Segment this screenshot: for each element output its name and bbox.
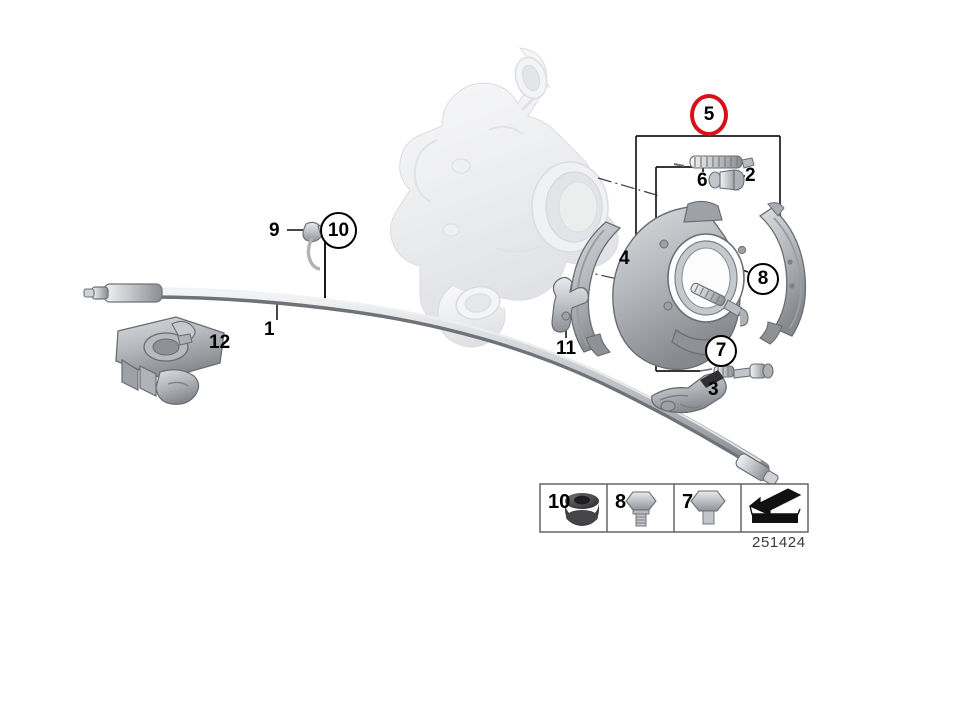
legend-icon-rubber-grommet: [565, 493, 599, 526]
callout-label-8: 8: [747, 263, 779, 295]
legend-box: [539, 483, 809, 533]
legend-number-8: 8: [615, 491, 627, 513]
callout-label-6: 6: [697, 170, 708, 191]
callout-label-1: 1: [264, 319, 275, 340]
brake-adjuster-screw-upper: [690, 282, 749, 327]
brake-backing-plate: [612, 200, 747, 371]
cable-mounting-bracket: [115, 316, 225, 405]
legend-number-10: 10: [548, 491, 571, 513]
brake-adjuster-lock: [708, 169, 745, 191]
legend-number-7: 7: [682, 491, 694, 513]
legend-icon-hex-head-bolt: [690, 490, 726, 525]
brake-shoe-right: [758, 202, 807, 345]
brake-expander-lever: [551, 276, 589, 333]
callout-label-5: 5: [690, 94, 728, 136]
brake-adjuster-screw-lower: [699, 363, 774, 379]
cable-end-fitting-left: [83, 283, 163, 303]
steering-knuckle-ghost: [390, 47, 619, 348]
callout-label-11: 11: [556, 338, 577, 359]
callout-label-2: 2: [745, 165, 756, 186]
diagram-part-number: 251424: [752, 534, 806, 551]
legend-icon-hex-flange-bolt: [625, 491, 657, 527]
brake-expander-actuator: [651, 370, 727, 414]
callout-label-7: 7: [705, 335, 737, 367]
callout-label-9: 9: [269, 220, 280, 241]
callout-label-4: 4: [619, 248, 630, 269]
callout-label-3: 3: [708, 379, 719, 400]
callout-label-10: 10: [320, 212, 357, 249]
callout-label-12: 12: [209, 332, 231, 353]
legend-icon-direction-arrow: [748, 488, 802, 523]
brake-shoe-return-spring: [673, 155, 755, 169]
cable-end-fitting-right: [735, 453, 779, 486]
